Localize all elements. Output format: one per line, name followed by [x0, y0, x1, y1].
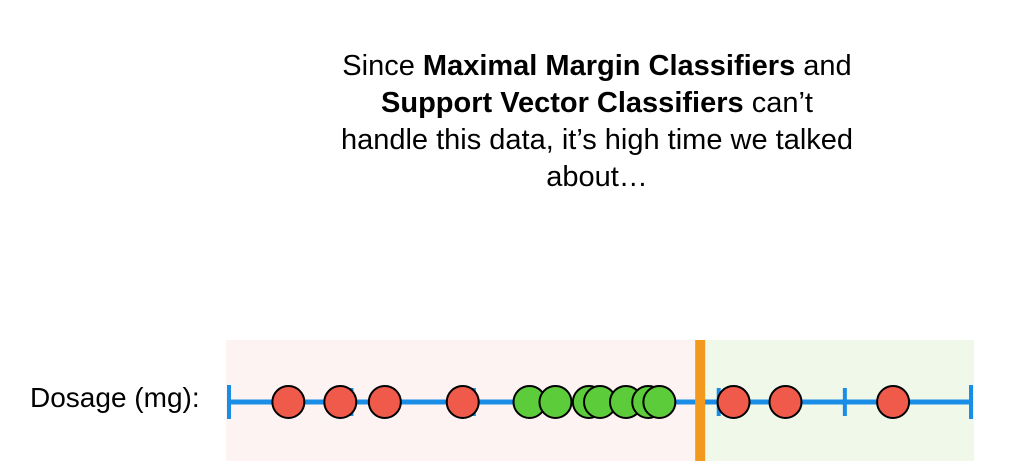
dosage-axis-label: Dosage (mg): — [30, 382, 200, 413]
green-data-point — [642, 385, 677, 419]
caption-line-2: Support Vector Classifiers can’t — [381, 87, 813, 119]
red-data-point — [323, 385, 358, 419]
caption-bold-term-1: Maximal Margin Classifiers — [422, 50, 796, 82]
caption-line-1: Since Maximal Margin Classifiers and — [342, 50, 852, 82]
red-data-point — [271, 385, 306, 419]
data-points — [271, 385, 911, 419]
green-data-point — [538, 385, 573, 419]
caption-text: Since Maximal Margin Classifiers and Sup… — [320, 48, 874, 196]
threshold-bar — [695, 340, 706, 461]
red-data-point — [445, 385, 480, 419]
caption-line-3: handle this data, it’s high time we talk… — [340, 124, 854, 156]
red-data-point — [716, 385, 751, 419]
caption-line-4: about… — [546, 161, 648, 193]
red-data-point — [768, 385, 803, 419]
red-data-point — [367, 385, 402, 419]
caption-bold-term-2: Support Vector Classifiers — [381, 87, 744, 119]
red-data-point — [876, 385, 911, 419]
